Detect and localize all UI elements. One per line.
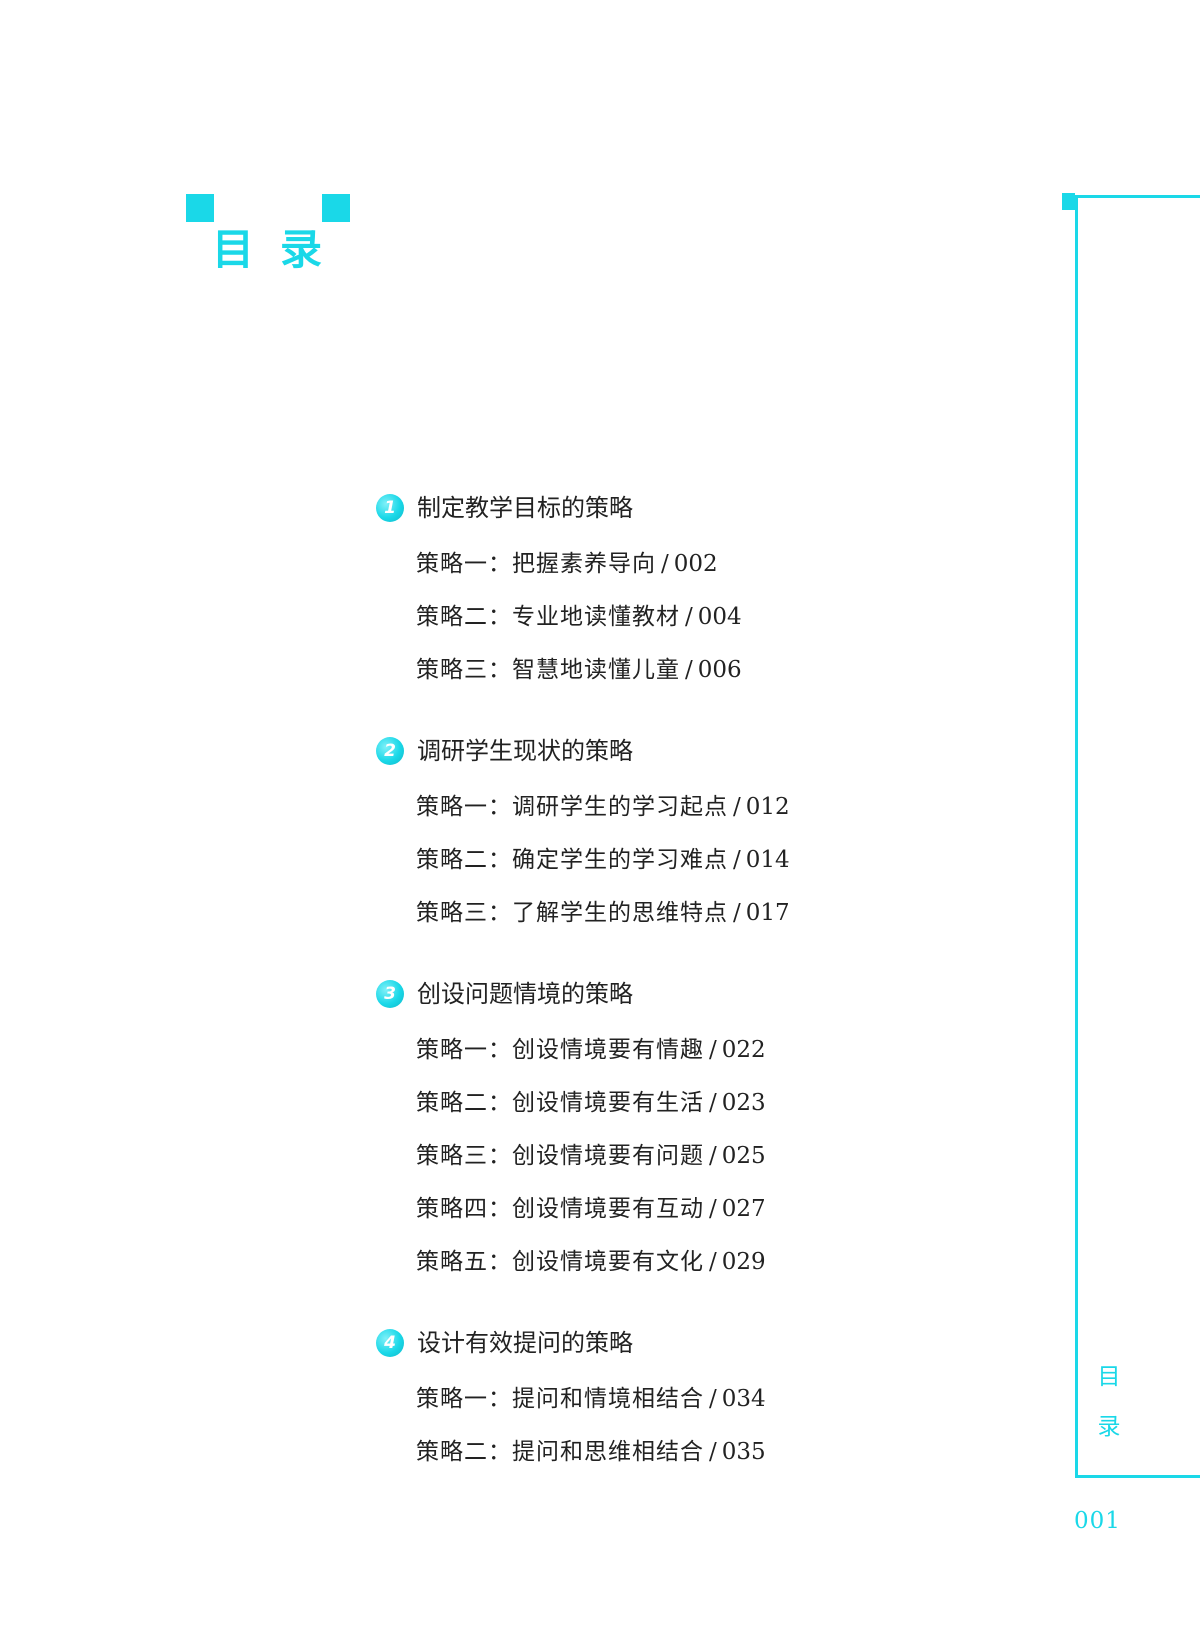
toc-entry[interactable]: 策略一：把握素养导向/002 [376,546,936,599]
entry-separator: / [685,657,693,683]
section-number-badge: 1 [376,494,404,522]
entry-separator: / [709,1439,717,1465]
entry-page: 012 [745,794,790,820]
side-tab-label: 目 录 [1094,1352,1124,1452]
section-title[interactable]: 制定教学目标的策略 [417,494,633,522]
toc-entry[interactable]: 策略三：了解学生的思维特点/017 [376,895,936,948]
section-number-badge: 3 [376,980,404,1008]
toc-entry[interactable]: 策略一：提问和情境相结合/034 [376,1381,936,1434]
section-title[interactable]: 设计有效提问的策略 [417,1329,633,1357]
entry-separator: / [709,1090,717,1116]
entry-label: 策略二：提问和思维相结合 [416,1439,704,1465]
entry-page: 025 [721,1143,766,1169]
toc-section-3: 3 创设问题情境的策略 策略一：创设情境要有情趣/022 策略二：创设情境要有生… [376,976,936,1297]
entry-label: 策略一：提问和情境相结合 [416,1386,704,1412]
toc-entry[interactable]: 策略三：创设情境要有问题/025 [376,1138,936,1191]
heading-corner-square-right [322,194,350,222]
side-tab-char-2: 录 [1097,1414,1121,1440]
entry-separator: / [733,900,741,926]
entry-label: 策略三：创设情境要有问题 [416,1143,704,1169]
section-title[interactable]: 调研学生现状的策略 [417,737,633,765]
section-number-badge: 4 [376,1329,404,1357]
side-tab-frame [1075,195,1200,1478]
entry-page: 027 [721,1196,766,1222]
entry-page: 035 [721,1439,766,1465]
entry-label: 策略三：智慧地读懂儿童 [416,657,680,683]
entry-separator: / [709,1037,717,1063]
entry-label: 策略二：专业地读懂教材 [416,604,680,630]
entry-page: 014 [745,847,790,873]
entry-label: 策略四：创设情境要有互动 [416,1196,704,1222]
entry-page: 017 [745,900,790,926]
table-of-contents: 1 制定教学目标的策略 策略一：把握素养导向/002 策略二：专业地读懂教材/0… [376,490,936,1515]
section-number-badge: 2 [376,737,404,765]
entry-separator: / [733,794,741,820]
toc-section-1: 1 制定教学目标的策略 策略一：把握素养导向/002 策略二：专业地读懂教材/0… [376,490,936,705]
entry-separator: / [661,551,669,577]
entry-label: 策略一：把握素养导向 [416,551,656,577]
toc-entry[interactable]: 策略二：创设情境要有生活/023 [376,1085,936,1138]
toc-entry[interactable]: 策略二：专业地读懂教材/004 [376,599,936,652]
toc-entry[interactable]: 策略二：确定学生的学习难点/014 [376,842,936,895]
entry-label: 策略二：确定学生的学习难点 [416,847,728,873]
entry-separator: / [709,1249,717,1275]
entry-separator: / [709,1196,717,1222]
entry-label: 策略二：创设情境要有生活 [416,1090,704,1116]
entry-page: 006 [697,657,742,683]
entry-separator: / [733,847,741,873]
toc-entry[interactable]: 策略二：提问和思维相结合/035 [376,1434,936,1487]
toc-entry[interactable]: 策略三：智慧地读懂儿童/006 [376,652,936,705]
side-tab-char-1: 目 [1097,1364,1121,1390]
toc-entry[interactable]: 策略一：调研学生的学习起点/012 [376,789,936,842]
toc-section-2: 2 调研学生现状的策略 策略一：调研学生的学习起点/012 策略二：确定学生的学… [376,733,936,948]
entry-page: 034 [721,1386,766,1412]
toc-entry[interactable]: 策略四：创设情境要有互动/027 [376,1191,936,1244]
toc-entry[interactable]: 策略五：创设情境要有文化/029 [376,1244,936,1297]
page-number: 001 [1074,1508,1121,1534]
entry-separator: / [709,1386,717,1412]
toc-entry[interactable]: 策略一：创设情境要有情趣/022 [376,1032,936,1085]
entry-label: 策略一：调研学生的学习起点 [416,794,728,820]
toc-section-4: 4 设计有效提问的策略 策略一：提问和情境相结合/034 策略二：提问和思维相结… [376,1325,936,1487]
entry-page: 023 [721,1090,766,1116]
entry-page: 004 [697,604,742,630]
entry-separator: / [685,604,693,630]
entry-label: 策略五：创设情境要有文化 [416,1249,704,1275]
page-title: 目录 [212,225,349,274]
entry-page: 022 [721,1037,766,1063]
tab-frame-corner [1062,193,1075,210]
entry-page: 029 [721,1249,766,1275]
entry-separator: / [709,1143,717,1169]
entry-page: 002 [673,551,718,577]
heading-corner-square-left [186,194,214,222]
entry-label: 策略三：了解学生的思维特点 [416,900,728,926]
section-title[interactable]: 创设问题情境的策略 [417,980,633,1008]
entry-label: 策略一：创设情境要有情趣 [416,1037,704,1063]
